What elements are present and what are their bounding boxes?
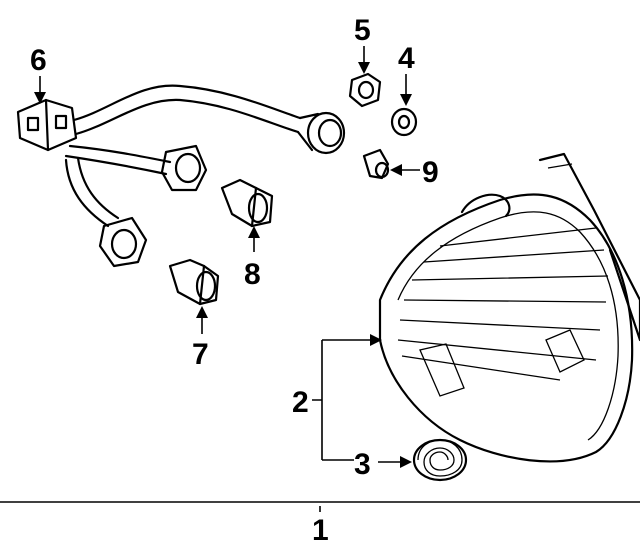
bulb-8	[220, 178, 274, 228]
bulb-7	[168, 258, 220, 306]
callout-7: 7	[192, 338, 209, 371]
callout-8: 8	[244, 258, 261, 291]
seal-gasket	[412, 438, 468, 482]
callout-2: 2	[292, 386, 309, 419]
small-bulb	[362, 148, 390, 180]
callout-3: 3	[354, 448, 371, 481]
callout-4: 4	[398, 42, 415, 75]
callout-6: 6	[30, 44, 47, 77]
tail-lamp-assembly	[378, 152, 640, 463]
grommet-nut	[348, 72, 382, 108]
leader-lines	[0, 46, 640, 512]
washer	[390, 107, 418, 137]
wiring-harness	[16, 84, 346, 268]
callout-9: 9	[422, 156, 439, 189]
callout-5: 5	[354, 14, 371, 47]
callout-1: 1	[312, 514, 329, 544]
